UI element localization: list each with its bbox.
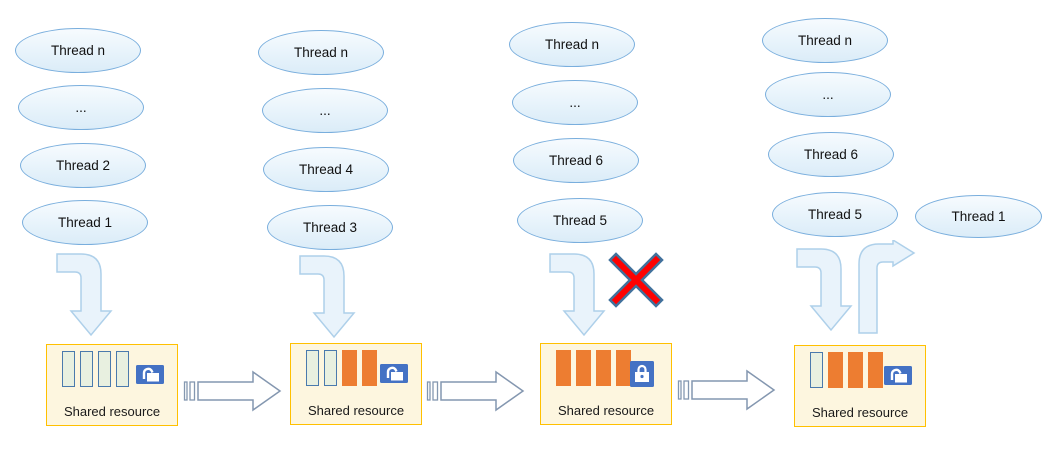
thread-ellipse: Thread 4 xyxy=(263,147,389,192)
resource-slots xyxy=(556,350,631,390)
resource-slot-used xyxy=(342,350,357,386)
down-elbow-arrow-icon xyxy=(796,248,853,332)
shared-resource-box: Shared resource xyxy=(794,345,926,427)
thread-ellipse: ... xyxy=(18,85,144,130)
shared-resource-label: Shared resource xyxy=(811,405,909,420)
exiting-thread-ellipse: Thread 1 xyxy=(915,195,1042,238)
resource-slot-used xyxy=(616,350,631,386)
thread-ellipse: ... xyxy=(765,72,891,117)
resource-slot-free xyxy=(98,351,111,387)
thread-ellipse: ... xyxy=(512,80,638,125)
exit-elbow-arrow-icon xyxy=(858,240,916,334)
thread-ellipse: Thread n xyxy=(509,22,635,67)
shared-resource-label: Shared resource xyxy=(63,404,161,419)
thread-ellipse: Thread 2 xyxy=(20,143,146,188)
blocked-x-icon xyxy=(608,252,664,308)
striped-right-arrow-icon xyxy=(426,370,525,412)
resource-slot-used xyxy=(556,350,571,386)
down-elbow-arrow-icon xyxy=(56,253,113,337)
shared-resource-label: Shared resource xyxy=(557,403,655,418)
thread-ellipse: Thread 1 xyxy=(22,200,148,245)
resource-slot-used xyxy=(596,350,611,386)
thread-ellipse: Thread n xyxy=(258,30,384,75)
resource-slot-used xyxy=(828,352,843,388)
shared-resource-label: Shared resource xyxy=(307,403,405,418)
lock-badge xyxy=(380,364,408,383)
shared-resource-box: Shared resource xyxy=(540,343,672,425)
lock-badge xyxy=(630,361,654,387)
thread-ellipse: Thread 5 xyxy=(772,192,898,237)
resource-slots xyxy=(62,351,129,391)
resource-slot-used xyxy=(868,352,883,388)
thread-ellipse: Thread 3 xyxy=(267,205,393,250)
shared-resource-box: Shared resource xyxy=(46,344,178,426)
unlock-icon xyxy=(884,366,912,385)
thread-ellipse: Thread n xyxy=(762,18,888,63)
resource-slot-free xyxy=(116,351,129,387)
resource-slot-used xyxy=(848,352,863,388)
thread-ellipse: Thread 6 xyxy=(513,138,639,183)
resource-slot-free xyxy=(810,352,823,388)
down-elbow-arrow-icon xyxy=(549,253,606,337)
thread-ellipse: Thread 5 xyxy=(517,198,643,243)
shared-resource-box: Shared resource xyxy=(290,343,422,425)
resource-slots xyxy=(306,350,377,390)
down-elbow-arrow-icon xyxy=(299,255,356,339)
lock-badge xyxy=(136,365,164,384)
thread-ellipse: Thread 6 xyxy=(768,132,894,177)
lock-badge xyxy=(884,366,912,385)
unlock-icon xyxy=(380,364,408,383)
thread-ellipse: ... xyxy=(262,88,388,133)
resource-slot-free xyxy=(306,350,319,386)
resource-slot-used xyxy=(576,350,591,386)
lock-icon xyxy=(630,361,654,387)
striped-right-arrow-icon xyxy=(183,370,282,412)
resource-slot-free xyxy=(324,350,337,386)
resource-slots xyxy=(810,352,883,392)
unlock-icon xyxy=(136,365,164,384)
resource-slot-free xyxy=(80,351,93,387)
striped-right-arrow-icon xyxy=(677,369,776,411)
resource-slot-used xyxy=(362,350,377,386)
resource-slot-free xyxy=(62,351,75,387)
thread-ellipse: Thread n xyxy=(15,28,141,73)
